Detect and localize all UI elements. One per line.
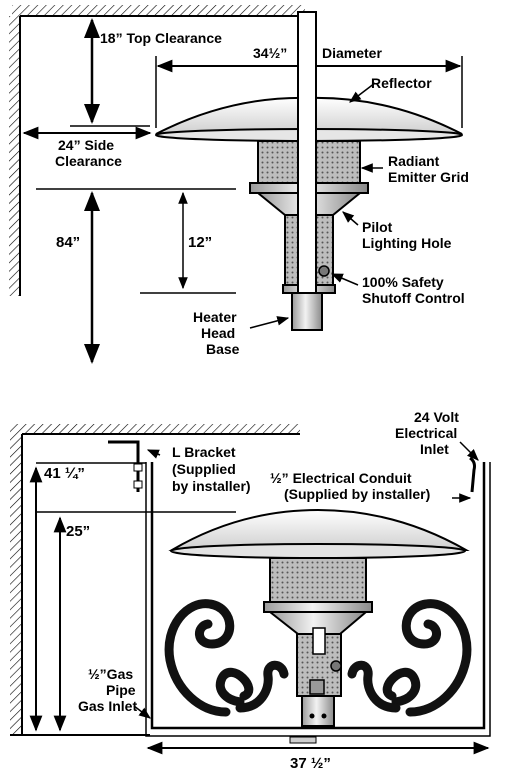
electrical-inlet-wire bbox=[469, 456, 476, 493]
top-clearance-label: 18” Top Clearance bbox=[100, 30, 222, 46]
l-bracket bbox=[108, 440, 140, 492]
diameter-label: Diameter bbox=[322, 45, 382, 61]
bracket-callout bbox=[146, 449, 161, 459]
safety-callout bbox=[330, 273, 359, 286]
base-bolt-left bbox=[309, 713, 315, 719]
safety-control-knob bbox=[318, 265, 330, 277]
height-41-label: 41 ¼” bbox=[44, 465, 85, 482]
reflector-callout bbox=[349, 82, 376, 103]
conduit-label-2: (Supplied by installer) bbox=[284, 486, 430, 502]
pilot-label-2: Lighting Hole bbox=[362, 235, 452, 251]
base-bolt-right bbox=[321, 713, 327, 719]
gas-label-1: ½”Gas bbox=[88, 666, 133, 682]
bottom-diagram: 24 Volt Electrical Inlet L Bracket (Supp… bbox=[10, 409, 491, 772]
side-clearance-label-2: Clearance bbox=[55, 153, 122, 169]
lower-pilot-window bbox=[312, 627, 326, 655]
height-12-label: 12” bbox=[188, 234, 212, 251]
pilot-label-1: Pilot bbox=[362, 219, 393, 235]
lower-safety-knob bbox=[330, 660, 342, 672]
floor-plate bbox=[289, 736, 317, 744]
height-25-label: 25” bbox=[66, 523, 90, 540]
radiant-label-2: Emitter Grid bbox=[388, 169, 469, 185]
conduit-label-1: ½” Electrical Conduit bbox=[270, 470, 412, 486]
height-84-label: 84” bbox=[56, 234, 80, 251]
bracket-bolt-2 bbox=[133, 480, 143, 489]
heater-head-base bbox=[291, 292, 323, 331]
base-callout bbox=[249, 316, 290, 329]
reflector-label: Reflector bbox=[371, 75, 432, 91]
volt-label-2: Electrical bbox=[395, 425, 457, 441]
support-post bbox=[297, 11, 317, 331]
bracket-label-1: L Bracket bbox=[172, 444, 236, 460]
top-diagram: 18” Top Clearance 34½” Diameter Reflecto… bbox=[9, 5, 469, 364]
pilot-callout bbox=[342, 211, 359, 226]
lower-reflector-rim bbox=[170, 543, 466, 559]
gas-label-2: Pipe bbox=[106, 682, 136, 698]
mounting-frame bbox=[150, 462, 486, 730]
frame-outer bbox=[145, 462, 491, 737]
lower-wall-hatch bbox=[10, 434, 22, 734]
safety-label-1: 100% Safety bbox=[362, 274, 444, 290]
lower-reflector-dome bbox=[168, 508, 470, 551]
lower-valve-block bbox=[309, 679, 325, 695]
lower-emitter-ring bbox=[263, 601, 373, 613]
volt-label-3: Inlet bbox=[420, 441, 449, 457]
base-label-2: Head bbox=[201, 325, 235, 341]
wall-hatch bbox=[9, 16, 20, 296]
lower-heater-head-base bbox=[301, 695, 335, 727]
side-clearance-label-1: 24” Side bbox=[58, 137, 114, 153]
gas-callout bbox=[133, 705, 151, 719]
volt-callout bbox=[459, 441, 479, 461]
diameter-value: 34½” bbox=[253, 45, 287, 61]
gas-label-3: Gas Inlet bbox=[78, 698, 137, 714]
left-scroll bbox=[164, 599, 254, 717]
bracket-label-2: (Supplied bbox=[172, 461, 236, 477]
ceiling-hatch bbox=[12, 5, 305, 16]
left-inner-scroll bbox=[235, 660, 289, 713]
base-label-3: Base bbox=[206, 341, 240, 357]
volt-label-1: 24 Volt bbox=[414, 409, 459, 425]
bracket-bolt-1 bbox=[133, 463, 143, 472]
lower-emitter-grid bbox=[269, 557, 367, 603]
lower-ceiling-hatch bbox=[10, 424, 300, 434]
right-scroll bbox=[382, 599, 472, 717]
safety-label-2: Shutoff Control bbox=[362, 290, 465, 306]
width-label: 37 ½” bbox=[290, 755, 331, 772]
bracket-label-3: by installer) bbox=[172, 478, 251, 494]
radiant-label-1: Radiant bbox=[388, 153, 440, 169]
right-inner-scroll bbox=[347, 660, 401, 713]
base-label-1: Heater bbox=[193, 309, 237, 325]
decorative-scrollwork bbox=[164, 599, 472, 717]
